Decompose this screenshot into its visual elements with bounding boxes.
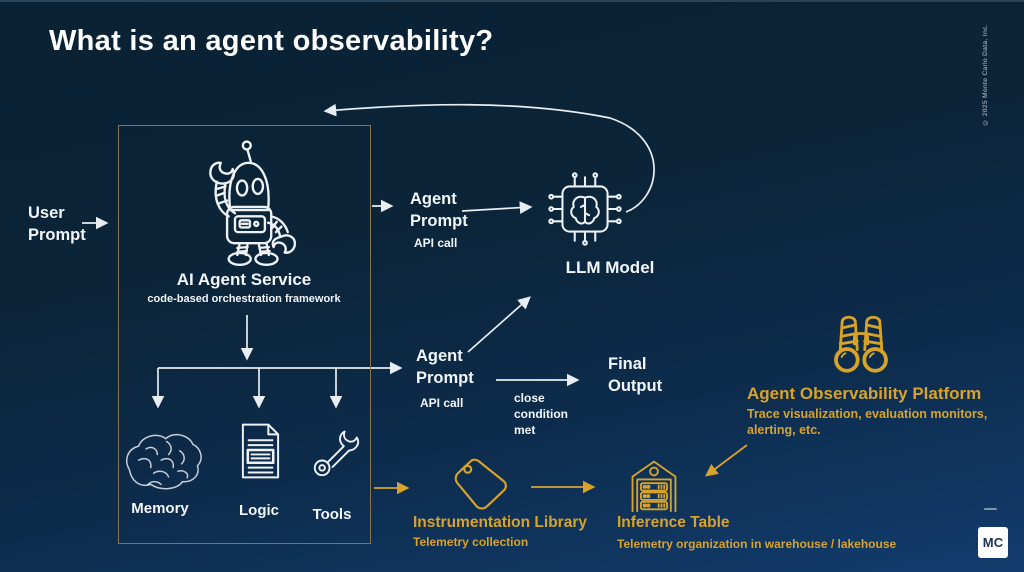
logo-dash bbox=[984, 508, 997, 510]
agent-service-title: AI Agent Service bbox=[176, 270, 312, 289]
agent-prompt-bottom-api-note: API call bbox=[420, 396, 464, 410]
inference-table-title: Inference Table bbox=[617, 514, 730, 531]
agent-service-box bbox=[118, 125, 371, 544]
brain-icon bbox=[126, 433, 202, 490]
agent-prompt-top-label: Agent Prompt bbox=[410, 190, 468, 230]
arrow-agent-prompt-bottom-to-llm bbox=[467, 296, 531, 353]
observability-platform-title: Agent Observability Platform bbox=[747, 384, 982, 403]
inference-table-subtitle: Telemetry organization in warehouse / la… bbox=[617, 537, 897, 551]
page-title: What is an agent observability? bbox=[49, 25, 494, 57]
tag-icon bbox=[454, 458, 507, 510]
instrumentation-library-title: Instrumentation Library bbox=[413, 514, 587, 531]
instrumentation-library-subtitle: Telemetry collection bbox=[413, 535, 529, 549]
memory-label: Memory bbox=[131, 500, 189, 517]
agent-prompt-top-api-note: API call bbox=[414, 236, 458, 250]
llm-model-label: LLM Model bbox=[565, 258, 655, 277]
warehouse-server-icon bbox=[631, 460, 677, 513]
chip-brain-icon bbox=[548, 172, 622, 246]
agent-service-subtitle: code-based orchestration framework bbox=[147, 293, 341, 305]
document-icon bbox=[241, 423, 280, 479]
tools-label: Tools bbox=[312, 506, 352, 523]
arrow-agent-prompt-to-llm bbox=[461, 201, 533, 214]
observability-platform-subtitle: Trace visualization, evaluation monitors… bbox=[747, 407, 988, 437]
close-condition-note: close condition met bbox=[514, 391, 568, 437]
arrow-platform-to-inference bbox=[704, 444, 748, 477]
arrow-llm-loop-back-to-box bbox=[323, 103, 655, 213]
robot-icon bbox=[209, 140, 297, 266]
wrench-icon bbox=[313, 430, 360, 477]
binoculars-icon bbox=[834, 315, 888, 373]
mc-logo: MC bbox=[978, 527, 1008, 558]
mc-logo-text: MC bbox=[982, 535, 1004, 550]
top-edge-strip bbox=[0, 0, 1024, 2]
final-output-label: Final Output bbox=[608, 355, 663, 395]
user-prompt-label: User Prompt bbox=[28, 204, 86, 244]
agent-prompt-bottom-label: Agent Prompt bbox=[416, 347, 474, 387]
logic-label: Logic bbox=[239, 502, 279, 519]
